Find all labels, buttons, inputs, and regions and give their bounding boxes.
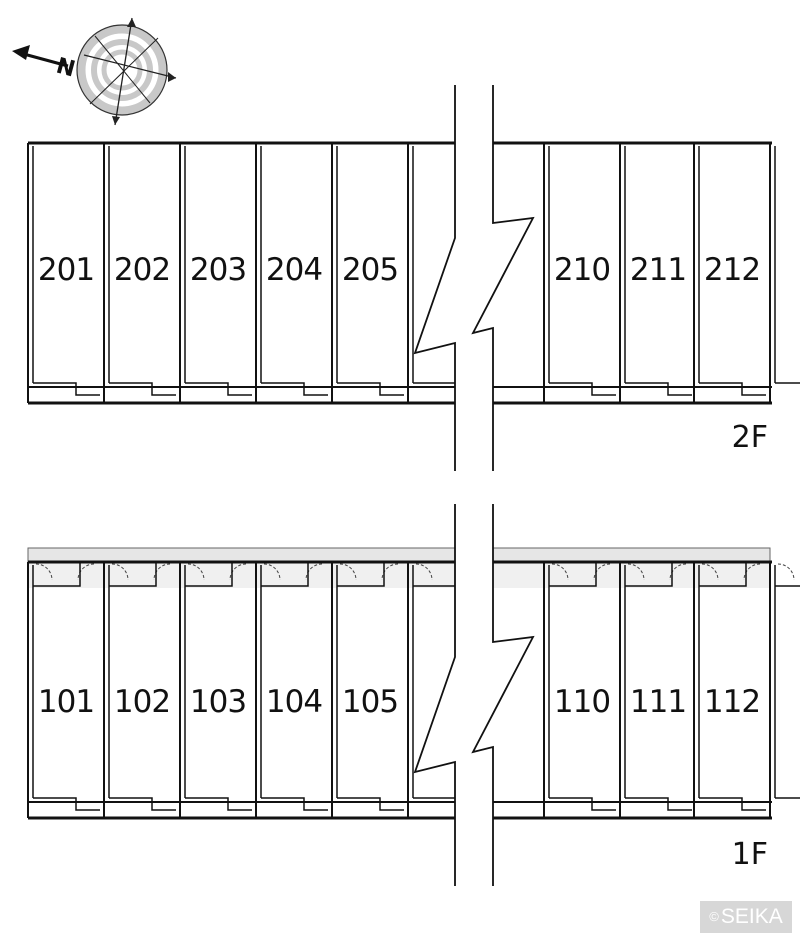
floor-plan-1f: 101 102 103 104 105 110 111 112 1F bbox=[27, 504, 800, 886]
copyright-symbol: © bbox=[709, 909, 719, 924]
unit-210-label: 210 bbox=[554, 252, 610, 288]
corridor-strip bbox=[27, 547, 771, 563]
floor-label-1f: 1F bbox=[732, 837, 768, 872]
unit-110-label: 110 bbox=[554, 684, 610, 720]
unit-111-label: 111 bbox=[630, 684, 686, 720]
unit-104-label: 104 bbox=[266, 684, 322, 720]
unit-101-label: 101 bbox=[38, 684, 94, 720]
compass-icon: N bbox=[12, 17, 177, 126]
break-line-left bbox=[413, 85, 456, 471]
unit-204-label: 204 bbox=[266, 252, 322, 288]
credit-text: SEIKA bbox=[720, 905, 783, 928]
unit-211-label: 211 bbox=[630, 252, 686, 288]
unit-202-label: 202 bbox=[114, 252, 170, 288]
break-gap bbox=[415, 504, 533, 886]
break-line-right bbox=[471, 504, 535, 886]
unit-102-label: 102 bbox=[114, 684, 170, 720]
unit-105-label: 105 bbox=[342, 684, 398, 720]
floor-plan-2f: 201 202 203 204 205 210 211 212 2F bbox=[27, 85, 800, 471]
break-line-right bbox=[471, 85, 535, 471]
unit-212-label: 212 bbox=[704, 252, 760, 288]
unit-112-label: 112 bbox=[704, 684, 760, 720]
unit-103-label: 103 bbox=[190, 684, 246, 720]
unit-205-label: 205 bbox=[342, 252, 398, 288]
entry-strip bbox=[28, 562, 770, 588]
copyright-credit: ©SEIKA bbox=[700, 901, 792, 933]
break-gap bbox=[415, 85, 533, 471]
unit-201-label: 201 bbox=[38, 252, 94, 288]
floor-label-2f: 2F bbox=[732, 420, 768, 455]
north-label: N bbox=[53, 54, 77, 83]
unit-203-label: 203 bbox=[190, 252, 246, 288]
break-line-left bbox=[413, 504, 456, 886]
